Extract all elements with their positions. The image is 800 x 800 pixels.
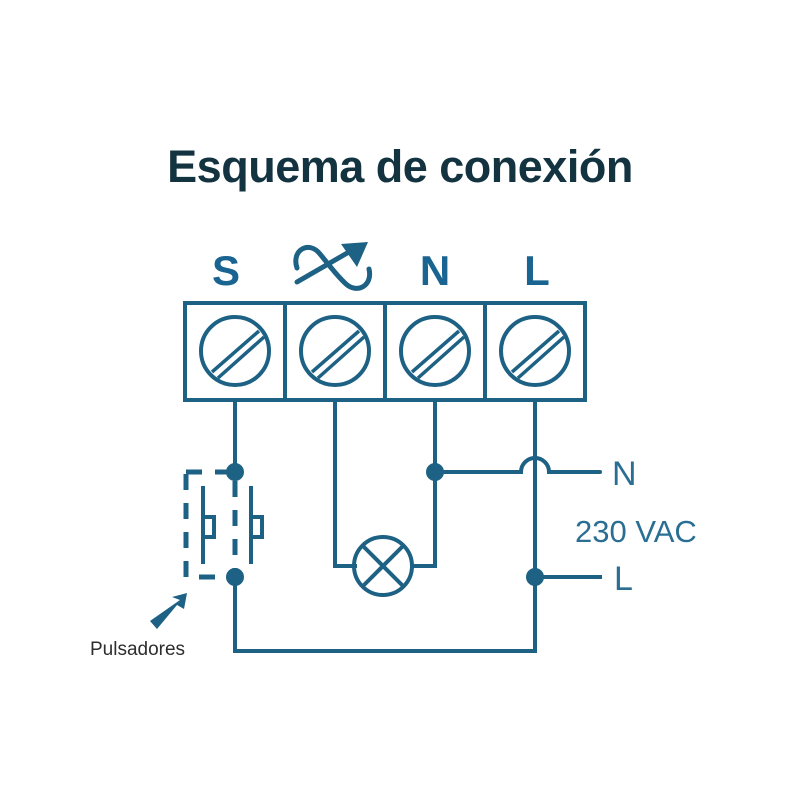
- wire-n-supply: [433, 456, 602, 474]
- terminal-crossover[interactable]: [283, 301, 387, 402]
- terminal-label-s: S: [212, 247, 240, 294]
- pushbuttons-dashed-boundary: [183, 469, 238, 580]
- junction-dot-s: [226, 463, 244, 481]
- pushbutton-contact-right[interactable]: [249, 486, 264, 564]
- pulsadores-note-label: Pulsadores: [90, 639, 185, 660]
- wire-n-to-lamp: [410, 398, 437, 568]
- pushbuttons-group[interactable]: [183, 469, 264, 580]
- supply-voltage-label: 230 VAC: [575, 514, 697, 549]
- pushbutton-contact-left[interactable]: [201, 486, 216, 564]
- pulsadores-arrow-icon: [150, 593, 187, 629]
- page-title: Esquema de conexión: [167, 141, 633, 192]
- junction-dot-n: [426, 463, 444, 481]
- terminal-n[interactable]: [383, 301, 487, 402]
- wire-crossover-to-lamp: [333, 398, 357, 568]
- junction-dot-l: [526, 568, 544, 586]
- wiring: [226, 398, 602, 653]
- terminal-block: [183, 301, 587, 402]
- lamp-cross-circle-icon: [352, 535, 414, 597]
- terminal-label-l: L: [524, 247, 550, 294]
- terminal-label-n: N: [420, 247, 450, 294]
- terminal-s[interactable]: [183, 301, 287, 402]
- wire-return-loop: [233, 575, 537, 653]
- supply-label-line: L: [614, 560, 633, 598]
- terminal-l[interactable]: [483, 301, 587, 402]
- supply-label-neutral: N: [612, 455, 637, 493]
- crossover-arrow-icon: [293, 242, 373, 291]
